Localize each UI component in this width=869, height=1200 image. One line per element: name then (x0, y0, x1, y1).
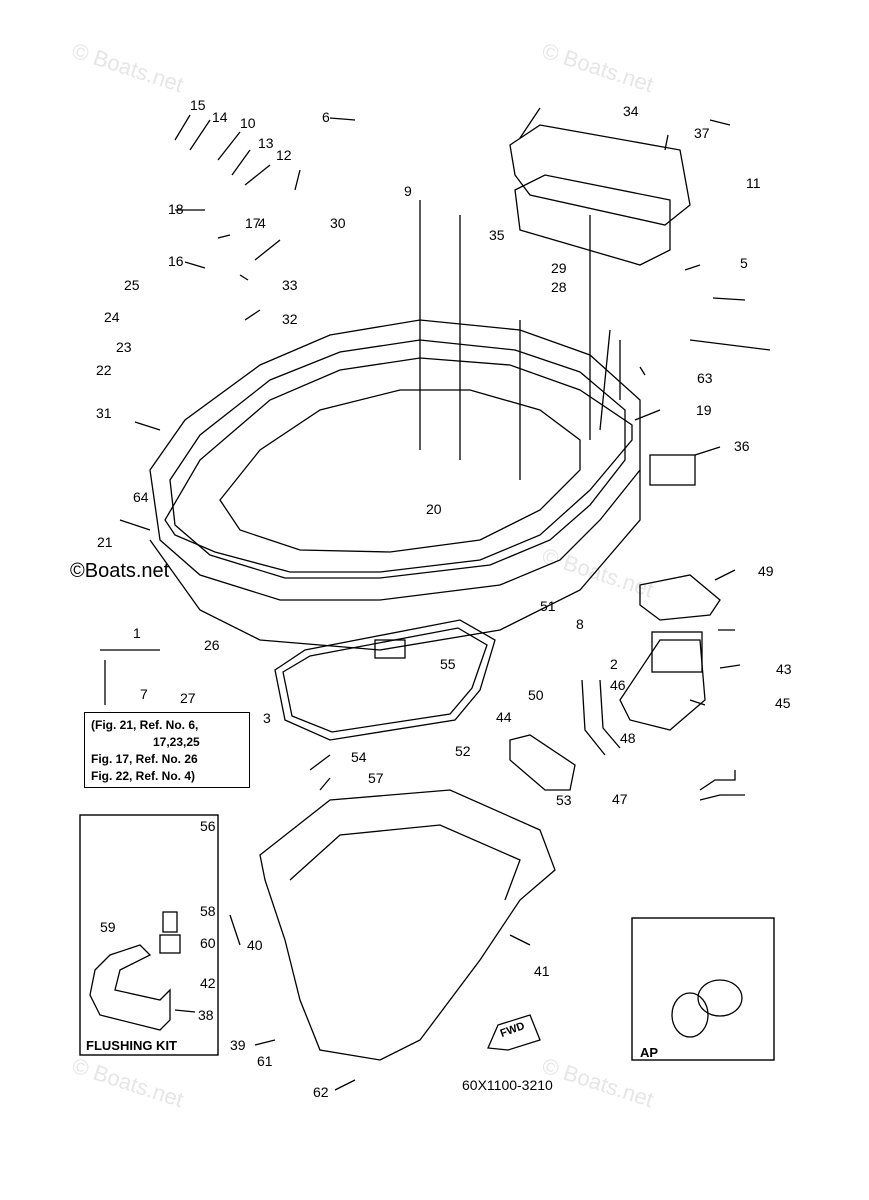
callout-9: 9 (404, 183, 412, 199)
watermark-inline: ©Boats.net (70, 560, 170, 582)
plate-49 (639, 574, 721, 621)
callout-39: 39 (230, 1037, 246, 1053)
callout-35: 35 (489, 227, 505, 243)
callout-59: 59 (100, 919, 116, 935)
callout-6: 6 (322, 109, 330, 125)
callout-46: 46 (610, 677, 626, 693)
callout-50: 50 (528, 687, 544, 703)
callout-7: 7 (140, 686, 148, 702)
callout-58: 58 (200, 903, 216, 919)
callout-19: 19 (696, 402, 712, 418)
bottom-cowling-rim (169, 339, 626, 579)
callout-27: 27 (180, 690, 196, 706)
seal-ring (274, 619, 496, 741)
callout-62: 62 (313, 1084, 329, 1100)
reference-note: (Fig. 21, Ref. No. 6, 17,23,25 Fig. 17, … (84, 712, 250, 788)
callout-40: 40 (247, 937, 263, 953)
callout-38: 38 (198, 1007, 214, 1023)
callout-17: 17 (245, 215, 261, 231)
callout-34: 34 (623, 103, 639, 119)
callout-48: 48 (620, 730, 636, 746)
callout-54: 54 (351, 749, 367, 765)
callout-63: 63 (697, 370, 713, 386)
callout-20: 20 (426, 501, 442, 517)
fwd-arrow-icon (487, 1014, 541, 1051)
callout-22: 22 (96, 362, 112, 378)
callout-2: 2 (610, 656, 618, 672)
callout-29: 29 (551, 260, 567, 276)
callout-5: 5 (740, 255, 748, 271)
callout-55: 55 (440, 656, 456, 672)
callout-4: 4 (258, 215, 266, 231)
callout-64: 64 (133, 489, 149, 505)
callout-42: 42 (200, 975, 216, 991)
ap-label: AP (640, 1045, 659, 1060)
cover-35 (514, 174, 671, 266)
callout-12: 12 (276, 147, 292, 163)
callout-8: 8 (576, 616, 584, 632)
callout-56: 56 (200, 818, 216, 834)
callout-21: 21 (97, 534, 113, 550)
seal-rubber (164, 357, 633, 573)
reference-note-line: Fig. 22, Ref. No. 4) (91, 769, 196, 783)
callout-16: 16 (168, 253, 184, 269)
reference-note-line: Fig. 17, Ref. No. 26 (91, 752, 198, 766)
callout-49: 49 (758, 563, 774, 579)
callout-30: 30 (330, 215, 346, 231)
callout-11: 11 (746, 175, 761, 191)
bracket-45 (619, 639, 706, 731)
reference-note-line: 17,23,25 (153, 735, 200, 749)
callout-25: 25 (124, 277, 140, 293)
cover-34 (509, 124, 691, 226)
callout-26: 26 (204, 637, 220, 653)
callout-14: 14 (212, 109, 228, 125)
callout-60: 60 (200, 935, 216, 951)
hose-59 (89, 944, 171, 1031)
callout-13: 13 (258, 135, 274, 151)
callout-45: 45 (775, 695, 791, 711)
callout-32: 32 (282, 311, 298, 327)
flushing-kit-label: FLUSHING KIT (86, 1038, 177, 1053)
callout-52: 52 (455, 743, 471, 759)
bottom-cowling-lip (149, 470, 641, 651)
callout-47: 47 (612, 791, 628, 807)
callout-51: 51 (540, 598, 556, 614)
callout-24: 24 (104, 309, 120, 325)
callout-61: 61 (257, 1053, 273, 1069)
callout-37: 37 (694, 125, 710, 141)
callout-18: 18 (168, 201, 184, 217)
bottom-cowling-inner (219, 389, 581, 553)
callout-57: 57 (368, 770, 384, 786)
callout-33: 33 (282, 277, 298, 293)
callout-41: 41 (534, 963, 550, 979)
callout-43: 43 (776, 661, 792, 677)
bracket-44 (509, 734, 576, 791)
diagram-code: 60X1100-3210 (462, 1077, 553, 1093)
hose-46 (581, 679, 606, 756)
callout-23: 23 (116, 339, 132, 355)
callout-1: 1 (133, 625, 141, 641)
apron (259, 789, 556, 1061)
callout-31: 31 (96, 405, 112, 421)
callout-10: 10 (240, 115, 256, 131)
callout-36: 36 (734, 438, 750, 454)
flushing-kit-frame (79, 814, 219, 1056)
callout-28: 28 (551, 279, 567, 295)
callout-3: 3 (263, 710, 271, 726)
callout-44: 44 (496, 709, 512, 725)
ap-frame (631, 917, 775, 1061)
callout-15: 15 (190, 97, 206, 113)
reference-note-line: (Fig. 21, Ref. No. 6, (91, 718, 199, 732)
callout-53: 53 (556, 792, 572, 808)
